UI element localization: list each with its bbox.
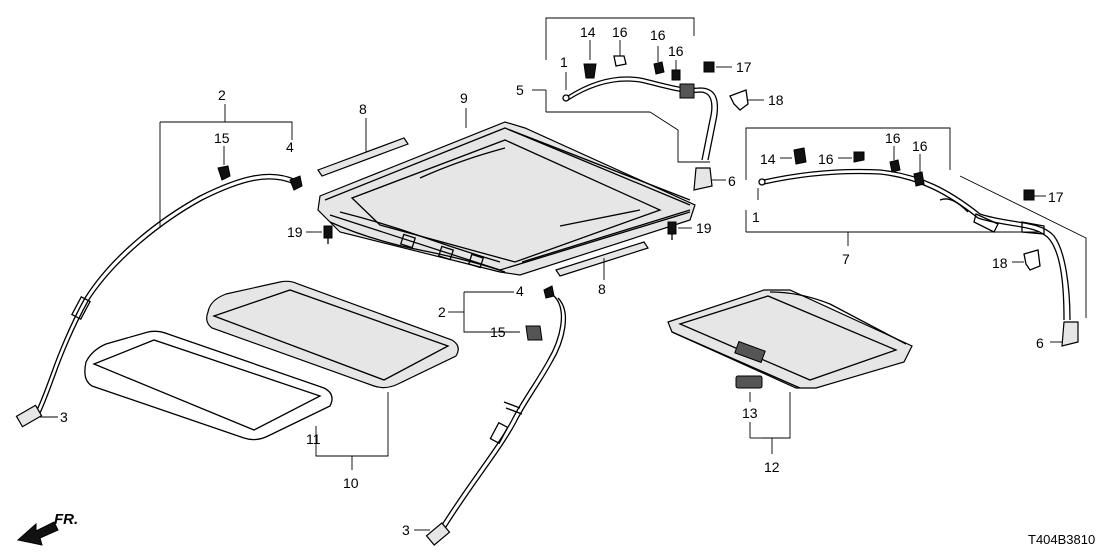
upper-drain-tube-group <box>532 17 764 191</box>
sunroof-frame <box>317 108 696 276</box>
callout-18-upper: 18 <box>768 92 784 108</box>
callout-3-left: 3 <box>60 409 68 425</box>
callout-7: 7 <box>842 251 850 267</box>
drain-tube-left-front <box>35 173 297 413</box>
sunshade-handle <box>735 375 763 389</box>
drain-tube-right-front <box>439 295 562 529</box>
callout-13: 13 <box>742 405 758 421</box>
callout-16-rear-b: 16 <box>885 130 901 146</box>
callout-16-rear-a: 16 <box>818 151 834 167</box>
callout-6-rear: 6 <box>1036 335 1044 351</box>
bracket-18-rear <box>1023 249 1041 271</box>
drain-tube-rear <box>763 168 1071 321</box>
clip-17-upper <box>703 61 715 73</box>
callout-16-upper-c: 16 <box>668 43 684 59</box>
callout-12: 12 <box>764 459 780 475</box>
callout-4-left: 4 <box>286 139 294 155</box>
callout-19-right: 19 <box>696 220 712 236</box>
sunroof-glass <box>206 280 459 389</box>
sunshade <box>667 289 913 389</box>
clip-16-rear-b <box>889 159 901 173</box>
clip-16-rear-a <box>853 151 865 163</box>
front-direction-arrow <box>16 521 59 546</box>
drain-clip-4-center <box>543 285 555 299</box>
callout-17-upper: 17 <box>736 59 752 75</box>
callout-15-left: 15 <box>214 130 230 146</box>
callout-4-center: 4 <box>516 283 524 299</box>
callout-16-rear-c: 16 <box>912 138 928 154</box>
clip-16-rear-c <box>913 171 925 187</box>
callout-16-upper-a: 16 <box>612 24 628 40</box>
left-front-drain-tube-group <box>15 104 303 428</box>
drain-tube-end-right-front <box>425 522 451 546</box>
callout-2-center: 2 <box>438 304 446 320</box>
bolt-19-right <box>667 221 692 240</box>
callout-17-rear: 17 <box>1048 189 1064 205</box>
callout-16-upper-b: 16 <box>650 27 666 43</box>
drain-clip-4-left <box>289 175 303 191</box>
callout-8-bottom: 8 <box>598 281 606 297</box>
callout-1-upper: 1 <box>560 54 568 70</box>
callout-1-rear: 1 <box>752 209 760 225</box>
clip-14-upper <box>583 63 597 79</box>
callout-6-upper: 6 <box>728 173 736 189</box>
callout-2-left: 2 <box>218 87 226 103</box>
callout-5: 5 <box>516 82 524 98</box>
callout-10: 10 <box>343 475 359 491</box>
clip-16-upper-a <box>613 55 627 67</box>
callout-8-top: 8 <box>359 101 367 117</box>
right-front-drain-tube-group <box>414 285 566 546</box>
callout-11: 11 <box>306 431 321 447</box>
rear-drain-tube-group <box>745 127 1087 347</box>
callout-14-rear: 14 <box>760 151 776 167</box>
front-indicator-label: FR. <box>54 511 78 528</box>
glass-seal <box>84 330 333 441</box>
deflector-strip-front <box>317 118 409 177</box>
bracket-18-upper <box>729 89 749 111</box>
callout-9: 9 <box>460 90 468 106</box>
diagram-code: T404B3810 <box>1028 532 1095 547</box>
deflector-strip-rear <box>555 241 649 280</box>
drain-tube-end-rear <box>1061 321 1079 347</box>
bolt-19-left <box>306 225 333 244</box>
callout-18-rear: 18 <box>992 255 1008 271</box>
callout-3-center: 3 <box>402 522 410 538</box>
callout-14-upper: 14 <box>580 24 596 40</box>
drain-tube-upper <box>567 76 719 161</box>
grommet-15-center <box>525 325 543 341</box>
drain-tube-end-upper <box>693 167 713 191</box>
grommet-15-left <box>217 165 231 181</box>
clip-14-rear <box>793 147 807 165</box>
callout-19-left: 19 <box>287 224 303 240</box>
drain-tube-end-left-front <box>15 404 43 428</box>
clip-16-upper-b <box>653 61 665 75</box>
clip-16-upper-c <box>671 69 681 81</box>
callout-15-center: 15 <box>490 324 506 340</box>
clip-17-rear <box>1023 189 1035 201</box>
